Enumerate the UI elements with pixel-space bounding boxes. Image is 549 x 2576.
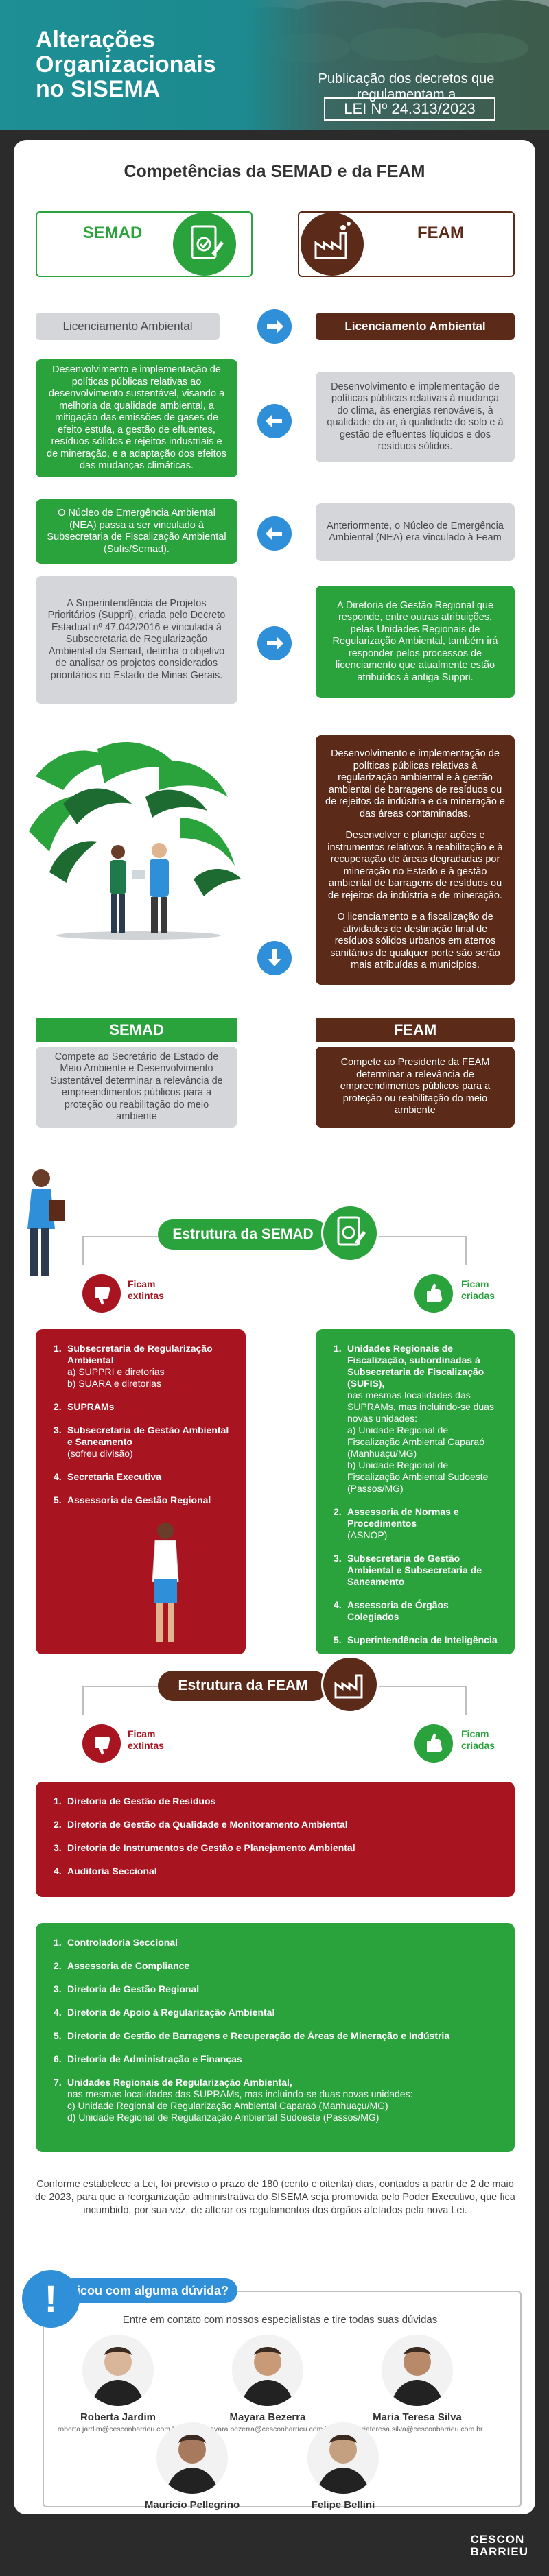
closing-paragraph: Conforme estabelece a Lei, foi previsto …: [35, 2179, 515, 2216]
feam-header-label: FEAM: [417, 224, 464, 242]
page-title: Alterações Organizacionais no SISEMA: [36, 27, 216, 102]
feam-bar: FEAM: [316, 1018, 515, 1042]
arrow-right-icon: [257, 309, 292, 344]
semad-header: SEMAD: [36, 211, 253, 277]
email-link[interactable]: felipe.bellini@cesconbarrieu.com.br: [274, 2513, 412, 2514]
feam-atribuicoes-block: Desenvolvimento e implementação de polít…: [316, 735, 515, 985]
email-link[interactable]: mayara.bezerra@cesconbarrieu.com.br: [204, 2425, 331, 2433]
list-item: 6.Diretoria de Administração e Finanças: [54, 2053, 242, 2064]
feam-atribuicao-3: O licenciamento e a fiscalização de ativ…: [330, 911, 500, 971]
man-with-tablet-illustration: [27, 1169, 65, 1276]
content-card: Competências da SEMAD e da FEAM SEMAD FE…: [14, 140, 535, 2514]
feam-atribuicao-2: Desenvolver e planejar ações e instrumen…: [327, 830, 503, 901]
list-item: 4.Secretaria Executiva: [54, 1471, 161, 1482]
arrow-down-icon: [257, 941, 292, 975]
people-in-forest-illustration: [29, 742, 242, 940]
exclamation-icon: !: [22, 2270, 80, 2328]
list-item: 3.Diretoria de Instrumentos de Gestão e …: [54, 1842, 355, 1853]
list-item: 3.Diretoria de Gestão Regional: [54, 1983, 200, 1994]
list-item: 2.Diretoria de Gestão da Qualidade e Mon…: [54, 1819, 348, 1830]
email-link[interactable]: mariateresa.silva@cesconbarrieu.com.br: [351, 2425, 483, 2433]
arrow-left-icon: [257, 516, 292, 551]
semad-competencia-3: A Superintendência de Projetos Prioritár…: [36, 576, 237, 704]
thumbs-up-icon: [414, 1724, 453, 1763]
list-item: 3.Subsecretaria de Gestão Ambiental e Sa…: [54, 1424, 229, 1459]
estrutura-semad-pill: Estrutura da SEMAD: [158, 1219, 328, 1250]
woman-with-phone-illustration: [152, 1523, 179, 1642]
list-item: 4.Diretoria de Apoio à Regularização Amb…: [54, 2007, 275, 2018]
document-pencil-icon: [321, 1204, 379, 1262]
semad-header-label: SEMAD: [82, 224, 143, 242]
arrow-right-icon: [257, 626, 292, 660]
ficam-extintas-label: Ficam extintas: [128, 1278, 164, 1301]
semad-competencia-2: O Núcleo de Emergência Ambiental (NEA) p…: [36, 499, 237, 564]
feam-relevancia-text: Compete ao Presidente da FEAM determinar…: [316, 1047, 515, 1128]
semad-competencia-1: Desenvolvimento e implementação de polít…: [36, 359, 237, 477]
avatar: [307, 2422, 379, 2494]
feam-criadas-list: 1.Controladoria Seccional 2.Assessoria de…: [36, 1923, 515, 2152]
list-item: 1.Diretoria de Gestão de Resíduos: [54, 1796, 216, 1806]
list-item: 7.Unidades Regionais de Regularização Am…: [54, 2077, 413, 2123]
lic-ambiental-feam: Licenciamento Ambiental: [316, 313, 515, 340]
email-link[interactable]: mauricio.pellegrino@cesconbarrieu.com.br: [124, 2513, 261, 2514]
semad-bar: SEMAD: [36, 1018, 237, 1042]
avatar: [82, 2335, 154, 2406]
avatar: [382, 2335, 453, 2406]
estrutura-feam-pill: Estrutura da FEAM: [158, 1671, 328, 1701]
email-link[interactable]: roberta.jardim@cesconbarrieu.com.br: [57, 2425, 179, 2433]
list-item: 4.Auditoria Seccional: [54, 1865, 157, 1876]
cescon-barrieu-logo: CESCON BARRIEU: [470, 2533, 528, 2558]
duvida-pill: Ficou com alguma dúvida?: [60, 2278, 237, 2303]
avatar: [232, 2335, 303, 2406]
list-item: 2.Assessoria de Normas e Procedimentos(A…: [334, 1506, 459, 1540]
list-item: 2.SUPRAMs: [54, 1401, 115, 1412]
list-item: 2.Assessoria de Compliance: [54, 1960, 190, 1971]
feam-competencia-3: A Diretoria de Gestão Regional que respo…: [316, 586, 515, 698]
document-pencil-icon: [173, 213, 236, 276]
law-number-badge: LEI Nº 24.313/2023: [324, 97, 495, 121]
feam-header: FEAM: [298, 211, 515, 277]
factory-icon: [321, 1656, 379, 1713]
feam-extintas-list: 1.Diretoria de Gestão de Resíduos 2.Diret…: [36, 1782, 515, 1897]
specialist-card: Felipe Bellinifelipe.bellini@cesconbarri…: [274, 2422, 412, 2514]
list-item: 5.Diretoria de Gestão de Barragens e Rec…: [54, 2030, 450, 2041]
feam-atribuicao-1: Desenvolvimento e implementação de polít…: [325, 748, 505, 820]
ficam-criadas-label: Ficam criadas: [461, 1278, 495, 1301]
hero-banner: Alterações Organizacionais no SISEMA Pub…: [0, 0, 549, 130]
semad-criadas-list: 1.Unidades Regionais de Fiscalização, su…: [316, 1329, 515, 1727]
feam-competencia-2: Anteriormente, o Núcleo de Emergência Am…: [316, 503, 515, 561]
specialist-card: Maurício Pellegrinomauricio.pellegrino@c…: [124, 2422, 261, 2514]
list-item: 3.Subsecretaria de Gestão Ambiental e Su…: [334, 1553, 482, 1587]
arrow-left-icon: [257, 404, 292, 438]
competencias-title: Competências da SEMAD e da FEAM: [124, 162, 425, 181]
list-item: 1.Unidades Regionais de Fiscalização, su…: [334, 1343, 494, 1494]
semad-relevancia-text: Compete ao Secretário de Estado de Meio …: [36, 1047, 237, 1128]
list-item: 1.Subsecretaria de Regularização Ambient…: [54, 1343, 213, 1389]
contact-section: Ficou com alguma dúvida? ! Entre em cont…: [22, 2270, 527, 2514]
list-item: 5.Superintendência de Inteligência: [334, 1634, 498, 1645]
list-item: 4.Assessoria de Órgãos Colegiados: [334, 1599, 449, 1622]
ficam-criadas-label: Ficam criadas: [461, 1728, 495, 1751]
factory-icon: [301, 213, 364, 276]
avatar: [156, 2422, 228, 2494]
list-item: 1.Controladoria Seccional: [54, 1937, 178, 1948]
thumbs-down-icon: [82, 1724, 121, 1763]
thumbs-up-icon: [414, 1274, 453, 1313]
thumbs-down-icon: [82, 1274, 121, 1313]
list-item: 5.Assessoria de Gestão Regional: [54, 1494, 211, 1505]
lic-ambiental-semad: Licenciamento Ambiental: [36, 313, 220, 340]
contact-intro: Entre em contato com nossos especialista…: [122, 2314, 438, 2326]
ficam-extintas-label: Ficam extintas: [128, 1728, 164, 1751]
feam-competencia-1: Desenvolvimento e implementação de polít…: [316, 372, 515, 462]
semad-extintas-list: 1.Subsecretaria de Regularização Ambient…: [36, 1329, 246, 1654]
